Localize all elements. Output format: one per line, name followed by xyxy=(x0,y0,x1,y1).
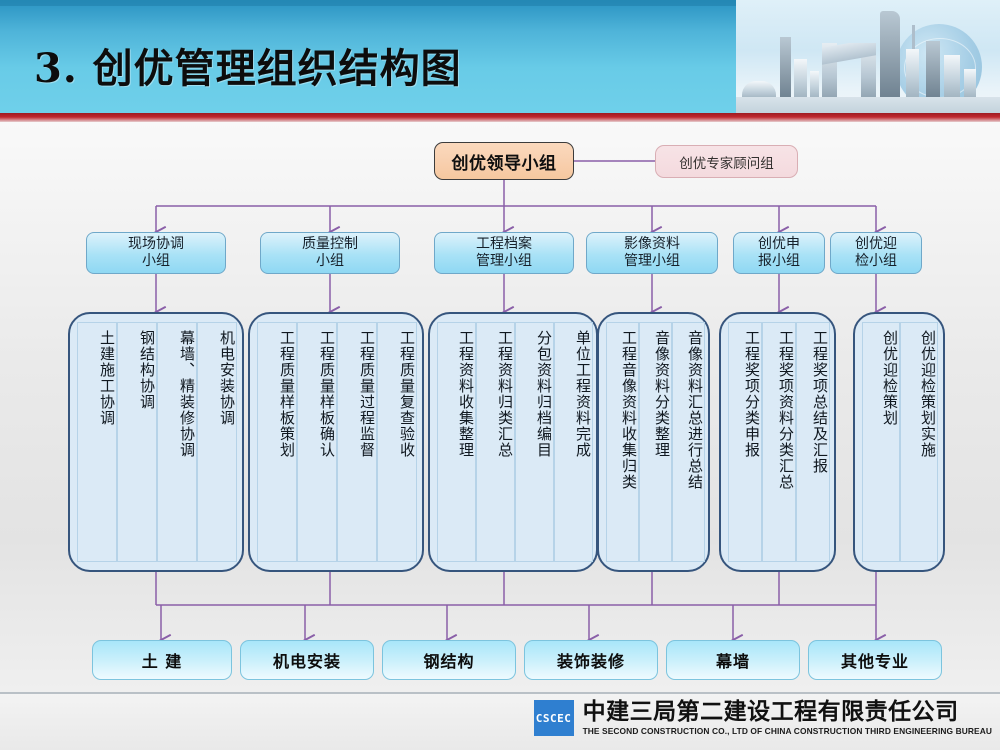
discipline-curtain-wall[interactable]: 幕墙 xyxy=(666,640,800,680)
node-inspection-reception-group[interactable]: 创优迎 检小组 xyxy=(830,232,922,274)
group-media-archive-tasks: 音像资料汇总进行总结 音像资料分类整理 工程音像资料收集归类 xyxy=(597,312,710,572)
cityscape-image xyxy=(736,0,1000,113)
discipline-civil-works[interactable]: 土 建 xyxy=(92,640,232,680)
node-quality-control-group[interactable]: 质量控制 小组 xyxy=(260,232,400,274)
task-column: 创优迎检策划 xyxy=(862,322,900,562)
node-site-coordination-group[interactable]: 现场协调 小组 xyxy=(86,232,226,274)
task-column: 分包资料归档编目 xyxy=(515,322,554,562)
node-leadership-group[interactable]: 创优领导小组 xyxy=(434,142,574,180)
arch-building-shape xyxy=(822,43,876,99)
building-shape xyxy=(906,49,919,99)
task-column: 工程资料归类汇总 xyxy=(476,322,515,562)
company-name-cn: 中建三局第二建设工程有限责任公司 xyxy=(582,699,959,725)
node-label-line2: 管理小组 xyxy=(624,253,680,269)
building-shape xyxy=(926,41,940,99)
building-shape xyxy=(794,59,807,99)
task-column: 音像资料汇总进行总结 xyxy=(672,322,705,562)
building-shape xyxy=(880,11,900,99)
node-media-archive-group[interactable]: 影像资料 管理小组 xyxy=(586,232,718,274)
discipline-other[interactable]: 其他专业 xyxy=(808,640,942,680)
node-label-line2: 管理小组 xyxy=(476,253,532,269)
task-column: 工程质量样板策划 xyxy=(257,322,297,562)
task-column: 工程奖项分类申报 xyxy=(728,322,762,562)
discipline-label: 其他专业 xyxy=(840,652,909,671)
cscec-logo-icon: CSCEC xyxy=(533,700,574,737)
task-column: 工程资料收集整理 xyxy=(437,322,476,562)
discipline-label: 钢结构 xyxy=(423,652,475,671)
discipline-decoration[interactable]: 装饰装修 xyxy=(524,640,658,680)
group-engineering-archive-tasks: 单位工程资料完成 分包资料归档编目 工程资料归类汇总 工程资料收集整理 xyxy=(428,312,598,572)
node-label-line1: 质量控制 xyxy=(302,235,358,252)
node-label-line1: 影像资料 xyxy=(624,235,680,252)
task-column: 钢结构协调 xyxy=(117,322,157,562)
company-name-en: THE SECOND CONSTRUCTION CO., LTD OF CHIN… xyxy=(582,726,992,737)
header-band-edge xyxy=(0,0,742,6)
city-ground xyxy=(736,97,1000,113)
page-title: 3. 创优管理组织结构图 xyxy=(34,45,462,92)
node-label-line2: 检小组 xyxy=(855,253,897,269)
building-shape xyxy=(780,37,791,99)
group-inspection-reception-tasks: 创优迎检策划实施 创优迎检策划 xyxy=(853,312,945,572)
company-branding: CSCEC 中建三局第二建设工程有限责任公司 THE SECOND CONSTR… xyxy=(533,700,992,737)
node-label: 创优领导小组 xyxy=(451,153,557,174)
node-engineering-archive-group[interactable]: 工程档案 管理小组 xyxy=(434,232,574,274)
discipline-label: 土 建 xyxy=(141,652,183,671)
node-label-line1: 创优迎 xyxy=(855,235,897,252)
building-shape xyxy=(964,69,976,99)
header-band xyxy=(0,0,742,113)
node-label-line2: 小组 xyxy=(142,253,170,269)
node-expert-advisory-group[interactable]: 创优专家顾问组 xyxy=(655,145,798,178)
task-column: 工程奖项资料分类汇总 xyxy=(762,322,796,562)
discipline-label: 装饰装修 xyxy=(556,652,625,671)
group-award-application-tasks: 工程奖项总结及汇报 工程奖项资料分类汇总 工程奖项分类申报 xyxy=(719,312,836,572)
header-accent-rule xyxy=(0,113,1000,122)
task-column: 工程奖项总结及汇报 xyxy=(796,322,830,562)
node-label-line1: 创优申 xyxy=(758,235,800,252)
company-name-block: 中建三局第二建设工程有限责任公司 THE SECOND CONSTRUCTION… xyxy=(583,700,992,736)
building-shape xyxy=(810,71,819,99)
task-column: 工程质量样板确认 xyxy=(297,322,337,562)
node-label-line1: 现场协调 xyxy=(128,235,184,252)
task-column: 幕墙、精装修协调 xyxy=(157,322,197,562)
discipline-mep-installation[interactable]: 机电安装 xyxy=(240,640,374,680)
task-column: 工程质量复查验收 xyxy=(377,322,417,562)
building-shape xyxy=(944,55,960,99)
task-column: 创优迎检策划实施 xyxy=(900,322,938,562)
task-column: 单位工程资料完成 xyxy=(554,322,593,562)
slide-header: 3. 创优管理组织结构图 xyxy=(0,0,1000,122)
group-quality-control-tasks: 工程质量复查验收 工程质量过程监督 工程质量样板确认 工程质量样板策划 xyxy=(248,312,424,572)
slide-footer: CSCEC 中建三局第二建设工程有限责任公司 THE SECOND CONSTR… xyxy=(0,692,1000,750)
discipline-steel-structure[interactable]: 钢结构 xyxy=(382,640,516,680)
discipline-label: 机电安装 xyxy=(272,652,341,671)
task-column: 机电安装协调 xyxy=(197,322,237,562)
task-column: 土建施工协调 xyxy=(77,322,117,562)
node-label-line1: 工程档案 xyxy=(476,235,532,252)
task-column: 工程质量过程监督 xyxy=(337,322,377,562)
group-site-coordination-tasks: 机电安装协调 幕墙、精装修协调 钢结构协调 土建施工协调 xyxy=(68,312,244,572)
node-award-application-group[interactable]: 创优申 报小组 xyxy=(733,232,825,274)
task-column: 工程音像资料收集归类 xyxy=(606,322,639,562)
node-label-line2: 报小组 xyxy=(758,253,800,269)
task-column: 音像资料分类整理 xyxy=(639,322,672,562)
building-shape xyxy=(742,81,776,99)
node-label-line2: 小组 xyxy=(316,253,344,269)
node-label: 创优专家顾问组 xyxy=(679,155,774,172)
discipline-label: 幕墙 xyxy=(715,652,750,671)
